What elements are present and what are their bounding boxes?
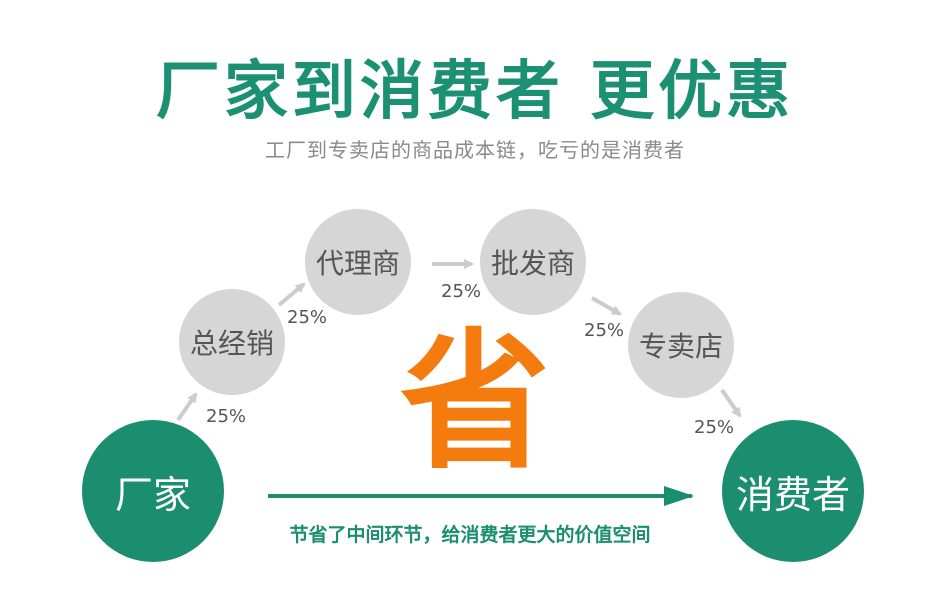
arrow-factory-to-distributor: [176, 392, 198, 422]
node-general-distributor: 总经销: [179, 289, 285, 395]
markup-label-1: 25%: [206, 406, 247, 427]
node-consumer-label: 消费者: [735, 472, 850, 517]
node-agent: 代理商: [305, 209, 411, 315]
arrow-distributor-to-agent: [277, 282, 306, 307]
arrow-wholesaler-to-store: [591, 296, 622, 316]
markup-label-2: 25%: [287, 307, 328, 328]
markup-label-5: 25%: [694, 417, 735, 438]
node-general-distributor-label: 总经销: [189, 327, 274, 360]
savings-caption: 节省了中间环节，给消费者更大的价值空间: [289, 524, 651, 546]
node-wholesaler: 批发商: [480, 209, 586, 315]
page-title: 厂家到消费者 更优惠: [155, 55, 795, 129]
node-store-label: 专卖店: [638, 330, 723, 363]
node-agent-label: 代理商: [315, 247, 400, 280]
node-factory: 厂家: [82, 420, 224, 562]
markup-label-3: 25%: [441, 281, 482, 302]
markup-label-4: 25%: [584, 320, 625, 341]
node-wholesaler-label: 批发商: [490, 247, 575, 280]
savings-character: 省: [399, 316, 550, 490]
node-factory-label: 厂家: [114, 472, 191, 517]
arrow-store-to-consumer: [720, 388, 742, 418]
node-consumer: 消费者: [722, 420, 864, 562]
page-subtitle: 工厂到专卖店的商品成本链，吃亏的是消费者: [265, 138, 685, 162]
node-store: 专卖店: [628, 292, 734, 398]
